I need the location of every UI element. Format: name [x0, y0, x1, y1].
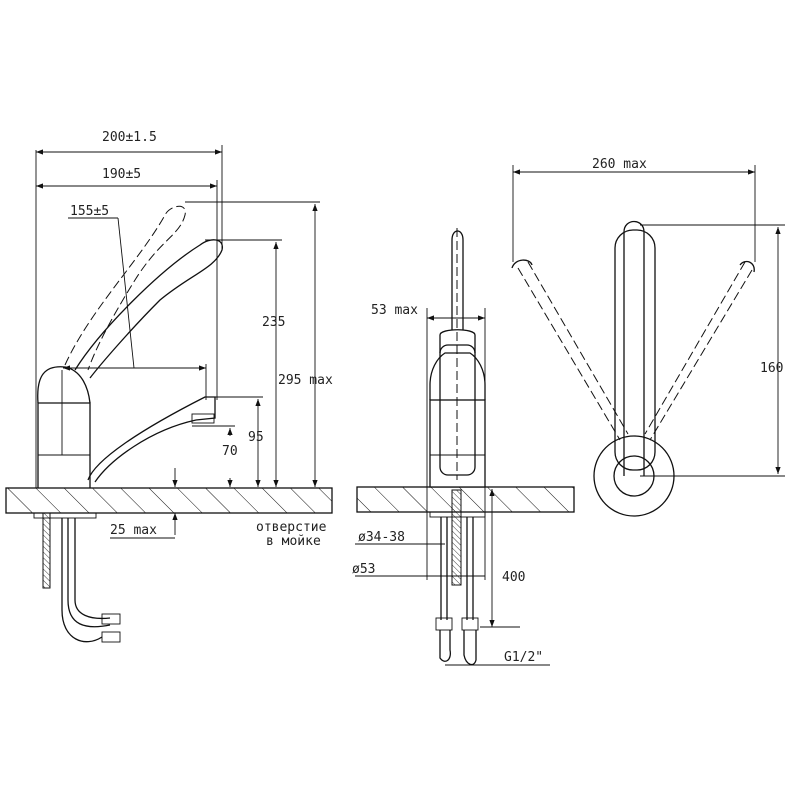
dim-depth: 160: [760, 361, 783, 376]
note-hole-line2: в мойке: [266, 534, 321, 549]
side-view: 200±1.5 190±5 155±5 235 295 max 95 70 25…: [5, 130, 333, 643]
note-hole-line1: отверстие: [256, 520, 327, 535]
dim-hole-diameter: ø34-38: [358, 530, 405, 545]
dim-deck-thickness: 25 max: [110, 523, 157, 538]
dim-spout-height: 95: [248, 430, 264, 445]
deck-section-front: [356, 486, 575, 513]
dim-hose-length: 400: [502, 570, 525, 585]
dim-spout-reach: 190±5: [102, 167, 141, 182]
dim-handle-span: 260 max: [592, 157, 647, 172]
dim-max-height: 295 max: [278, 373, 333, 388]
front-view: 53 max ø34-38 ø53 400 G1/2": [352, 228, 575, 666]
dim-body-width: 53 max: [371, 303, 418, 318]
dim-handle-reach: 155±5: [70, 204, 109, 219]
top-view: 260 max 160: [511, 157, 785, 517]
dim-handle-height: 235: [262, 315, 285, 330]
dim-base-diameter: ø53: [352, 562, 375, 577]
deck-section: [5, 487, 333, 514]
dim-total-width: 200±1.5: [102, 130, 157, 145]
dim-outlet-height: 70: [222, 444, 238, 459]
dim-thread: G1/2": [504, 650, 543, 665]
